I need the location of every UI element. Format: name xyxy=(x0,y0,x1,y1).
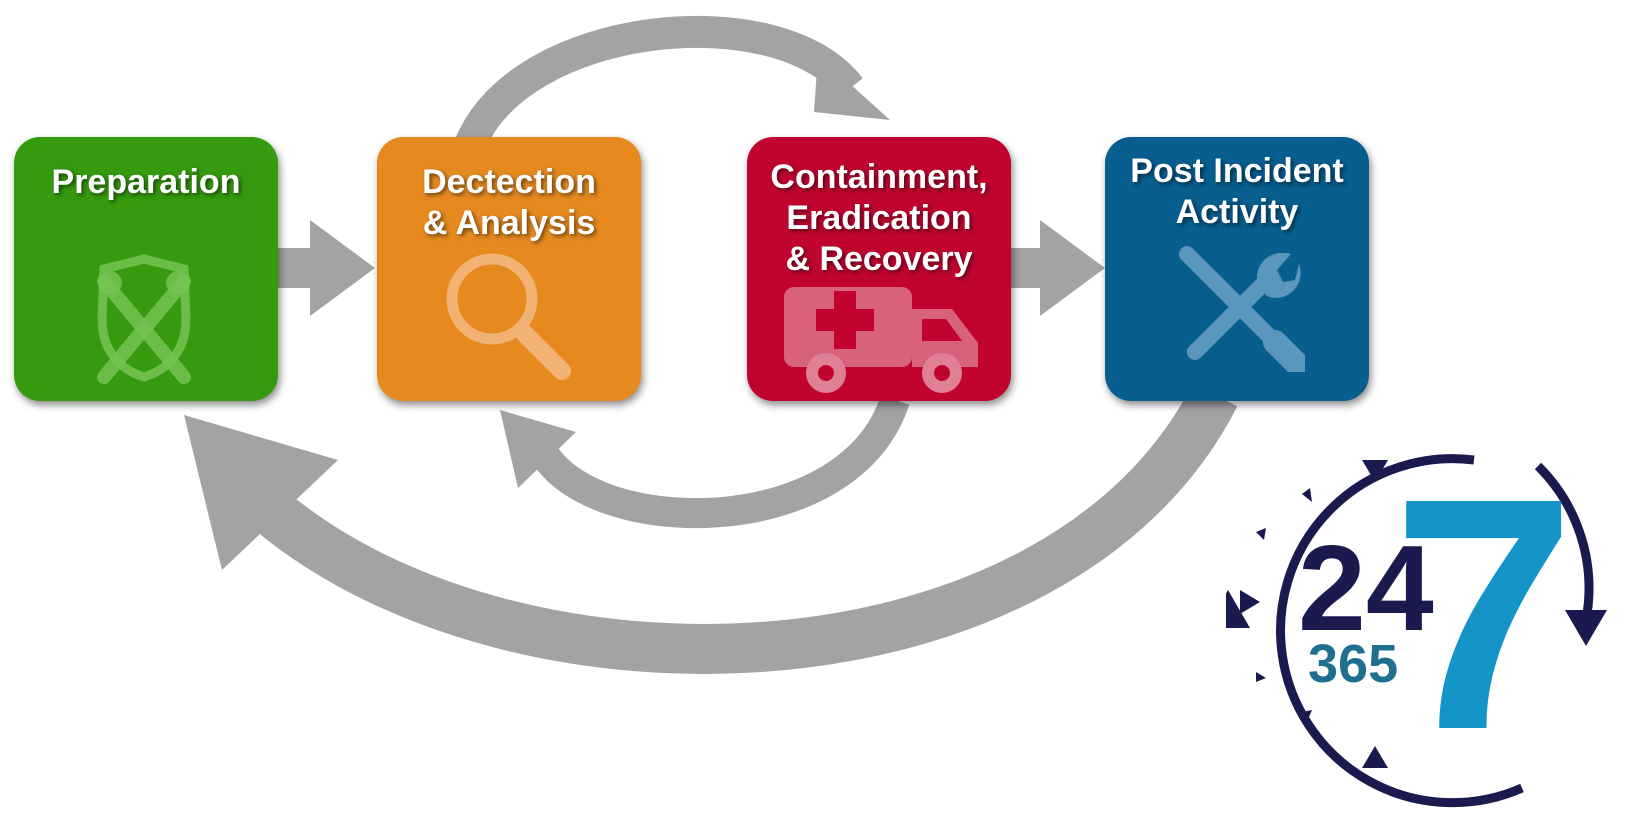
tick-12 xyxy=(1362,460,1388,482)
arrow-containment-to-post-incident xyxy=(1010,220,1105,316)
tick-small-4 xyxy=(1302,710,1312,724)
phase-detection: Dectection& Analysis xyxy=(377,137,641,401)
tick-6 xyxy=(1362,746,1388,768)
arrow-preparation-to-detection xyxy=(278,220,375,316)
ring-arrow-right xyxy=(1565,610,1607,646)
badge-days-week: 7 xyxy=(1392,429,1576,798)
ring-arrow-left xyxy=(1226,590,1250,628)
phase-preparation: Preparation xyxy=(14,137,278,401)
badge-hours: 24 xyxy=(1298,520,1434,656)
tick-small-1 xyxy=(1302,488,1312,502)
phase-containment-label: Containment,Eradication& Recovery xyxy=(770,158,988,278)
arrow-containment-to-detection xyxy=(532,394,910,529)
magnifier-icon xyxy=(446,253,571,380)
tick-small-3 xyxy=(1256,672,1266,682)
tools-icon xyxy=(1179,246,1305,372)
shield-tools-icon xyxy=(97,254,191,384)
arrow-detection-to-containment xyxy=(455,15,863,152)
arrow-post-incident-to-preparation xyxy=(253,383,1238,674)
ambulance-icon xyxy=(784,287,978,393)
tick-small-2 xyxy=(1256,528,1266,540)
phase-preparation-label: Preparation xyxy=(51,163,241,201)
badge-24-365-7: 24 365 7 xyxy=(1226,429,1607,808)
badge-days-year: 365 xyxy=(1308,634,1398,694)
phase-detection-label: Dectection& Analysis xyxy=(422,163,596,242)
phase-containment: Containment,Eradication& Recovery xyxy=(747,137,1011,401)
tick-9 xyxy=(1240,590,1260,614)
clock-ring-right xyxy=(1534,462,1594,621)
